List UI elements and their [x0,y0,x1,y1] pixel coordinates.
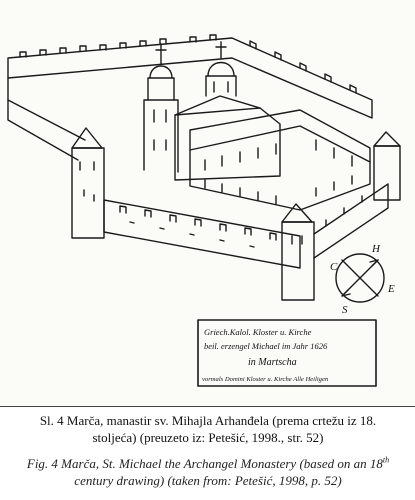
compass-south-letter: S [342,304,348,316]
caption-english-part-1: Fig. 4 Marča, St. Michael the Archangel … [26,456,383,471]
caption-croatian: Sl. 4 Marča, manastir sv. Mihajla Arhanđ… [14,412,402,446]
plaque-line-2: beil. erzengel Michael im Jahr 1626 [204,341,328,351]
front-wall [103,199,301,269]
caption-croatian-line-1: Sl. 4 Marča, manastir sv. Mihajla Arhanđ… [39,413,377,428]
right-wall [313,183,389,259]
caption-english-superscript: th [382,455,390,465]
left-wall [7,77,86,141]
church-body [174,107,281,181]
plaque-line-3: in Martscha [248,357,297,368]
plaque-line-4: vormals Domini Kloster u. Kirche Alle He… [202,376,329,383]
right-front-tower [281,203,315,301]
plaque-frame [197,319,377,387]
compass-rose [335,253,385,303]
compass-west-letter: C [330,261,338,273]
bell-tower [143,43,179,173]
caption-english-line-2: century drawing) (taken from: Petešić, 1… [74,473,342,488]
compass-east-letter: E [387,283,395,295]
church-dome [205,41,237,97]
plaque-line-1: Griech.Kalol. Kloster u. Kirche [204,327,312,337]
monastery-drawing: H C S E Griech.Kalol. Kloster u. Kirche … [7,34,401,387]
caption-divider [0,406,415,407]
right-back-tower [373,131,401,201]
caption-english-line-1: Fig. 4 Marča, St. Michael the Archangel … [14,455,402,472]
back-wall [7,37,373,119]
left-tower [71,127,105,239]
cloister-block [189,109,371,211]
caption-english: Fig. 4 Marča, St. Michael the Archangel … [14,455,402,489]
monastery-sketch: H C S E Griech.Kalol. Kloster u. Kirche … [7,34,401,387]
caption-croatian-line-2: stoljeća) (preuzeto iz: Petešić, 1998., … [92,430,324,445]
compass-north-letter: H [371,243,381,255]
